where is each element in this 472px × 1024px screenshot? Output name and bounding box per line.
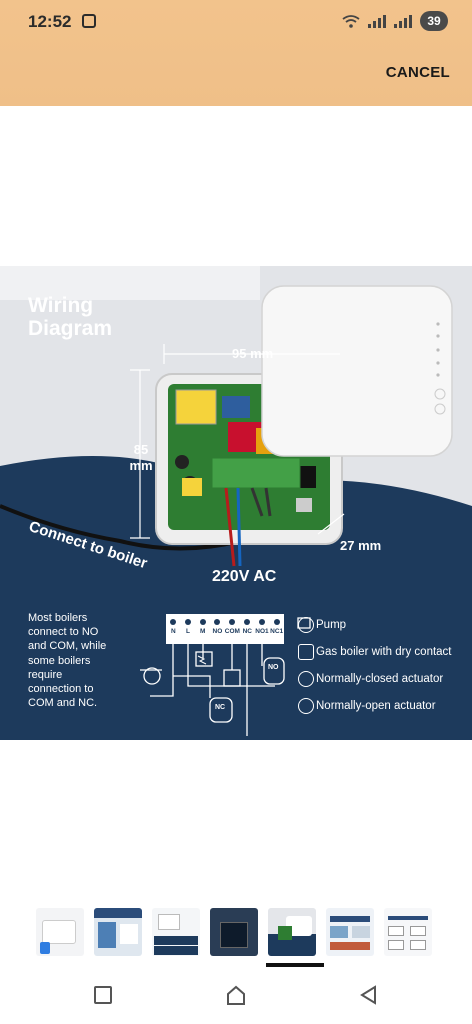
legend-label: Pump bbox=[316, 618, 347, 631]
legend-item: Normally-closed actuator bbox=[298, 665, 468, 692]
legend-item: Pump bbox=[298, 611, 468, 638]
product-image[interactable]: Wiring Diagram 95 mm 85 mm 27 mm Connect… bbox=[0, 266, 472, 740]
thumbnail-strip bbox=[36, 908, 432, 956]
terminal-label: COM bbox=[224, 628, 240, 635]
signal-icon bbox=[368, 14, 386, 28]
system-navigation-bar bbox=[0, 964, 472, 1024]
thumbnail[interactable] bbox=[326, 908, 374, 956]
legend-item: Normally-open actuator bbox=[298, 692, 468, 719]
terminal-label: NO bbox=[212, 628, 223, 635]
top-bar: 12:52 39 CANCEL bbox=[0, 0, 472, 106]
status-time: 12:52 bbox=[28, 12, 72, 31]
thumbnail[interactable] bbox=[152, 908, 200, 956]
nc-actuator-label: NC bbox=[215, 704, 226, 711]
wiring-diagram-graphic bbox=[0, 266, 472, 740]
status-bar: 12:52 39 bbox=[0, 0, 472, 44]
legend-label: Normally-closed actuator bbox=[316, 672, 444, 685]
selected-thumbnail-indicator bbox=[266, 963, 324, 967]
height-dimension: 85 mm bbox=[129, 442, 153, 473]
terminal-label: NC bbox=[242, 628, 252, 635]
wifi-icon bbox=[342, 15, 360, 28]
home-button[interactable] bbox=[225, 984, 247, 1006]
back-button[interactable] bbox=[358, 984, 380, 1006]
status-indicators: 39 bbox=[342, 11, 448, 31]
thumbnail-selected[interactable] bbox=[268, 908, 316, 956]
terminal-label: N bbox=[170, 628, 176, 635]
terminal-labels: N L M NO COM NC NO1 NC1 bbox=[166, 628, 284, 635]
pump-icon bbox=[298, 616, 314, 633]
no-actuator-label: NO bbox=[268, 664, 279, 671]
cancel-button[interactable]: CANCEL bbox=[385, 64, 450, 81]
boiler-note: Most boilers connect to NO and COM, whil… bbox=[28, 612, 107, 710]
width-dimension: 95 mm bbox=[232, 346, 274, 361]
open-actuator-icon bbox=[298, 697, 314, 714]
terminal-label: NO1 bbox=[255, 628, 269, 635]
diagram-title: Wiring Diagram bbox=[28, 294, 113, 340]
closed-actuator-icon bbox=[298, 670, 314, 687]
legend: Pump Gas boiler with dry contact Normall… bbox=[298, 611, 468, 719]
depth-dimension: 27 mm bbox=[340, 538, 382, 553]
screen-record-icon bbox=[82, 14, 96, 28]
terminal-label: NC1 bbox=[270, 628, 284, 635]
thumbnail[interactable] bbox=[94, 908, 142, 956]
gas-boiler-icon bbox=[298, 643, 314, 660]
recent-apps-button[interactable] bbox=[94, 986, 112, 1004]
terminal-label: L bbox=[186, 628, 191, 635]
legend-item: Gas boiler with dry contact bbox=[298, 638, 468, 665]
battery-indicator: 39 bbox=[420, 11, 448, 31]
legend-label: Gas boiler with dry contact bbox=[316, 645, 452, 658]
thumbnail[interactable] bbox=[384, 908, 432, 956]
thumbnail[interactable] bbox=[210, 908, 258, 956]
terminal-label: M bbox=[200, 628, 206, 635]
thumbnail[interactable] bbox=[36, 908, 84, 956]
voltage-label: 220V AC bbox=[212, 568, 277, 585]
signal-icon bbox=[394, 14, 412, 28]
legend-label: Normally-open actuator bbox=[316, 699, 436, 712]
